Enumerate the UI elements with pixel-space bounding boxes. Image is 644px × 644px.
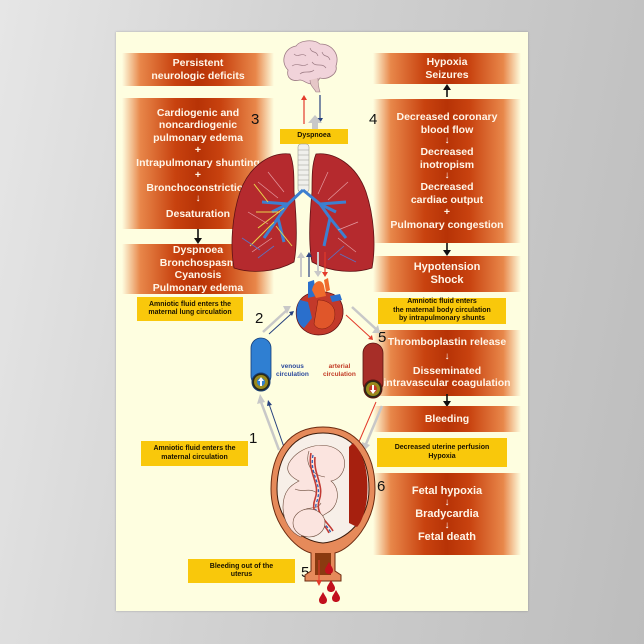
- box-text: Shock: [430, 274, 464, 286]
- callout-maternal-circulation: Amniotic fluid enters the maternal circu…: [141, 441, 248, 466]
- step-number-1: 1: [249, 430, 258, 447]
- step-number-3: 3: [251, 111, 260, 128]
- down-arrow-icon: ↓: [444, 496, 450, 508]
- up-arrow-icon: [308, 115, 322, 129]
- box-text: Bleeding: [424, 412, 470, 425]
- down-arrow-icon: ↓: [444, 350, 450, 362]
- plus-sign: +: [443, 206, 451, 218]
- callout-text: Bleeding out of the: [209, 562, 274, 570]
- box-text: Fetal death: [417, 530, 477, 543]
- box-text: cardiac output: [410, 193, 484, 206]
- down-arrow-icon: ↓: [444, 519, 450, 531]
- callout-text: Hypoxia: [428, 452, 456, 460]
- down-arrow-icon: ↓: [444, 135, 450, 146]
- plus-sign: +: [194, 144, 202, 156]
- lung-heart-arrows: [297, 252, 328, 277]
- box-text: blood flow: [420, 123, 474, 136]
- heart-to-artery-arrows: [345, 306, 380, 340]
- box-text: Cardiogenic and: [156, 106, 240, 119]
- down-arrow-icon: [194, 229, 202, 244]
- plus-sign: +: [194, 169, 202, 181]
- brain-illustration: [283, 40, 338, 93]
- callout-text: Amniotic fluid enters the: [148, 300, 232, 308]
- bleeding-box: Bleeding: [373, 406, 521, 432]
- cardiac-effects-box: Decreased coronary blood flow ↓ Decrease…: [373, 99, 521, 243]
- box-text: Bradycardia: [415, 507, 479, 520]
- callout-text: Amniotic fluid enters the: [153, 445, 236, 452]
- step-number-2: 2: [255, 310, 264, 327]
- step-number-6: 6: [377, 478, 386, 495]
- down-arrow-icon: ↓: [195, 193, 201, 204]
- box-text: Bronchospasm: [159, 256, 237, 269]
- box-text: inotropism: [419, 158, 475, 171]
- dyspnoea-label: Dyspnoea: [280, 129, 348, 144]
- callout-bleeding-out-of-uterus: Bleeding out of the uterus: [188, 559, 295, 583]
- callout-text: the maternal body circulation: [393, 306, 491, 314]
- box-text: Disseminated: [412, 364, 482, 377]
- poster: Persistent neurologic deficits Cardiogen…: [116, 32, 528, 611]
- blood-drops-illustration: [316, 560, 340, 604]
- box-text: Hypoxia: [426, 56, 468, 68]
- pulmonary-effects-box: Cardiogenic and noncardiogenic pulmonary…: [122, 98, 274, 229]
- box-text: Hypotension: [413, 261, 481, 273]
- uterus-fetus-illustration: [270, 426, 376, 582]
- box-text: Bronchoconstriction: [146, 181, 250, 194]
- callout-text: maternal lung circulation: [148, 309, 232, 316]
- uterus-to-vein-arrows: [257, 394, 286, 451]
- label-text: circulation: [276, 371, 309, 378]
- vein-illustration: [250, 337, 272, 392]
- coagulation-box: Thromboplastin release ↓ Disseminated in…: [373, 330, 521, 396]
- callout-text: Amniotic fluid enters: [407, 298, 477, 306]
- box-text: Decreased: [420, 181, 474, 193]
- box-text: Pulmonary congestion: [390, 218, 504, 231]
- callout-text: uterus: [230, 571, 253, 578]
- box-text: pulmonary edema: [153, 131, 243, 144]
- step-number-4: 4: [369, 111, 378, 128]
- arterial-circulation-label: arterial circulation: [323, 363, 356, 379]
- down-arrow-icon: [443, 243, 451, 256]
- down-arrow-icon: [443, 394, 451, 407]
- box-text: Decreased: [420, 146, 474, 158]
- step-number-5-heart: 5: [378, 329, 387, 346]
- callout-body-circulation: Amniotic fluid enters the maternal body …: [378, 298, 506, 324]
- callout-uterine-perfusion: Decreased uterine perfusion Hypoxia: [377, 438, 507, 467]
- heart-illustration: [295, 278, 344, 336]
- label-text: circulation: [323, 371, 356, 378]
- up-arrow-icon: [443, 84, 451, 97]
- box-text: Pulmonary edema: [152, 281, 244, 294]
- callout-text: by intrapulmonary shunts: [399, 315, 485, 323]
- hypotension-shock-box: Hypotension Shock: [373, 256, 521, 292]
- fetal-outcome-box: Fetal hypoxia ↓ Bradycardia ↓ Fetal deat…: [373, 473, 521, 555]
- box-text: Fetal hypoxia: [411, 484, 483, 497]
- box-text: neurologic deficits: [151, 69, 245, 82]
- box-text: Seizures: [425, 68, 469, 81]
- persistent-neurologic-deficits-box: Persistent neurologic deficits: [122, 53, 274, 86]
- step-number-5-uterus: 5: [301, 564, 310, 581]
- heart-to-vein-arrows: [262, 306, 294, 335]
- box-text: noncardiogenic: [158, 119, 238, 131]
- callout-text: Dyspnoea: [297, 132, 331, 140]
- artery-illustration: [362, 342, 384, 399]
- callout-lung-circulation: Amniotic fluid enters the maternal lung …: [137, 297, 243, 321]
- callout-text: Decreased uterine perfusion: [394, 444, 490, 451]
- venous-circulation-label: venous circulation: [276, 363, 309, 379]
- box-text: Intrapulmonary shunting: [136, 156, 260, 169]
- box-text: Cyanosis: [174, 269, 222, 281]
- hypoxia-seizures-box: Hypoxia Seizures: [373, 53, 521, 84]
- box-text: Persistent: [172, 57, 224, 69]
- box-text: Decreased coronary: [396, 111, 498, 123]
- callout-text: maternal circulation: [161, 453, 228, 461]
- label-text: venous: [281, 363, 304, 370]
- box-text: Thromboplastin release: [387, 336, 507, 349]
- down-arrow-icon: ↓: [444, 170, 450, 181]
- label-text: arterial: [328, 363, 351, 370]
- box-text: Desaturation: [165, 208, 231, 220]
- lungs-illustration: [231, 143, 375, 272]
- box-text: Dyspnoea: [172, 244, 224, 256]
- box-text: intravascular coagulation: [383, 377, 511, 390]
